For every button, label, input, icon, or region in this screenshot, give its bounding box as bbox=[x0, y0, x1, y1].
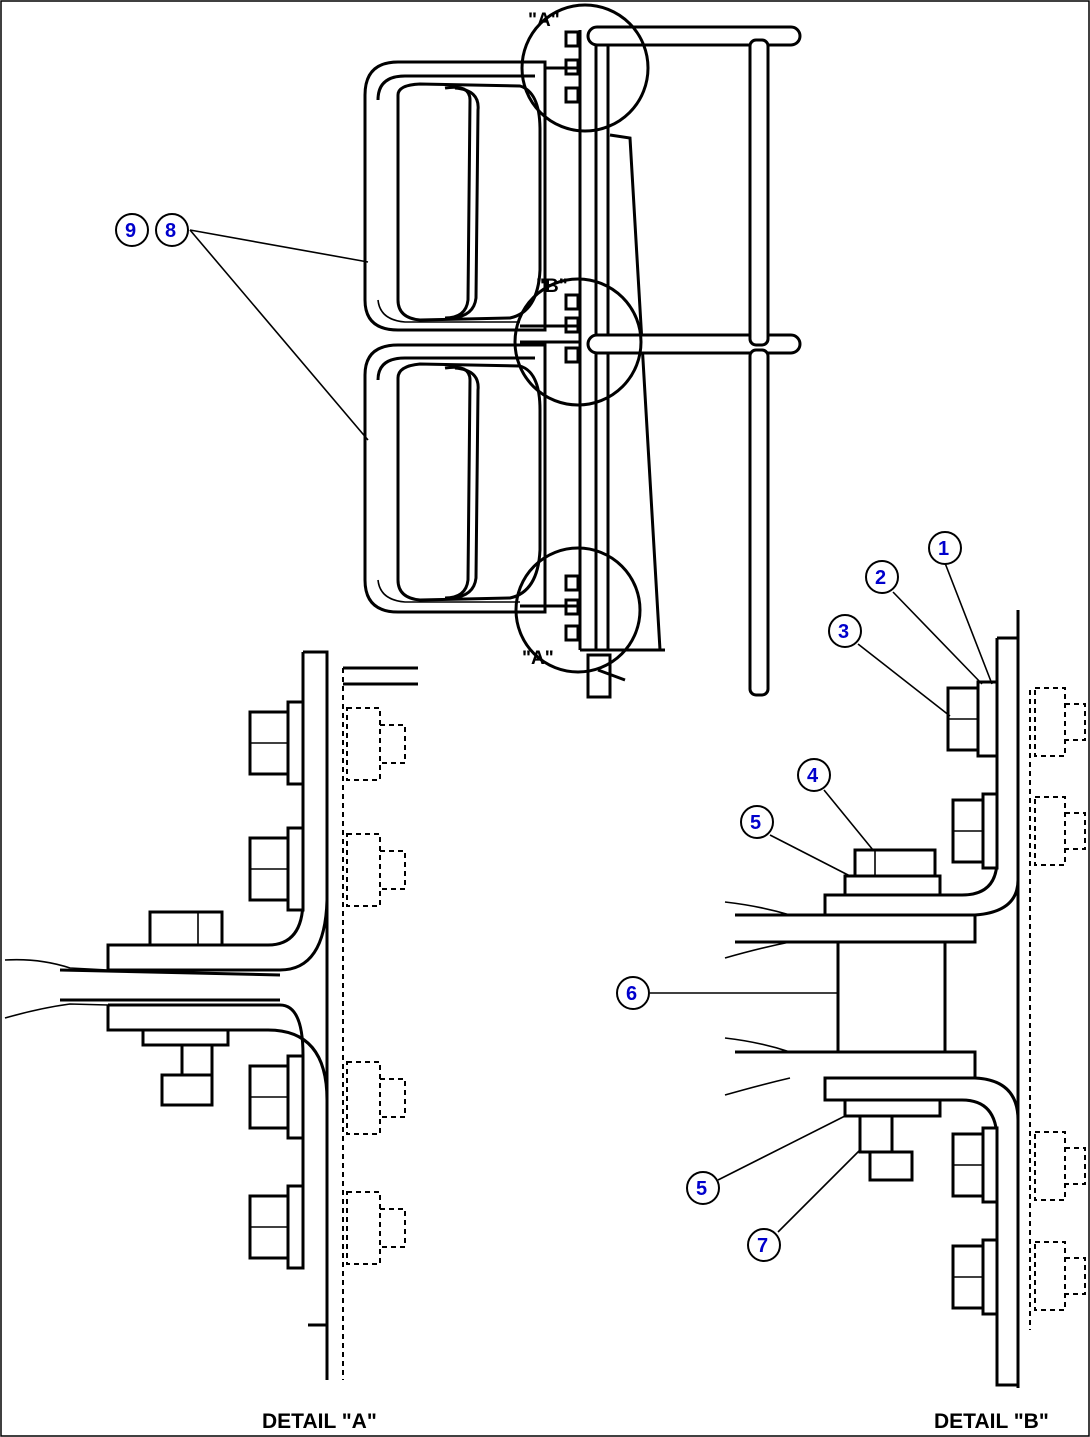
callout-6[interactable]: 6 bbox=[616, 976, 650, 1010]
detail-a-caption: DETAIL "A" bbox=[262, 1410, 377, 1433]
leaders-main bbox=[189, 229, 369, 441]
svg-text:5: 5 bbox=[750, 812, 761, 834]
detail-b-bolts bbox=[946, 680, 999, 1316]
detail-a-hidden-nuts bbox=[346, 707, 406, 1265]
detail-b-view bbox=[650, 562, 1086, 1388]
callout-3[interactable]: 3 bbox=[828, 614, 862, 648]
detail-b-caption: DETAIL "B" bbox=[934, 1410, 1049, 1433]
svg-text:4: 4 bbox=[807, 765, 819, 787]
svg-text:8: 8 bbox=[165, 220, 176, 242]
callout-5-top[interactable]: 5 bbox=[740, 805, 774, 839]
callout-1[interactable]: 1 bbox=[928, 531, 962, 565]
detail-ref-a-top: "A" bbox=[528, 10, 560, 31]
callout-8[interactable]: 8 bbox=[155, 213, 189, 247]
support-arms bbox=[586, 25, 802, 697]
seat-assembly-view: "A" "B" "A" bbox=[363, 3, 802, 699]
svg-text:1: 1 bbox=[938, 538, 949, 560]
svg-text:3: 3 bbox=[838, 621, 849, 643]
callout-7[interactable]: 7 bbox=[747, 1228, 781, 1262]
upper-seat bbox=[363, 60, 547, 332]
svg-text:5: 5 bbox=[696, 1178, 707, 1200]
svg-text:6: 6 bbox=[626, 983, 637, 1005]
detail-a-bolts bbox=[248, 700, 305, 1270]
detail-b-hidden-nuts bbox=[1034, 687, 1086, 1311]
svg-text:2: 2 bbox=[875, 567, 886, 589]
svg-text:7: 7 bbox=[757, 1235, 768, 1257]
callout-4[interactable]: 4 bbox=[797, 758, 831, 792]
detail-circle-a-bottom bbox=[514, 546, 642, 674]
lower-seat bbox=[363, 343, 547, 614]
detail-a-view bbox=[4, 650, 418, 1380]
detail-ref-b: "B" bbox=[536, 276, 568, 297]
svg-text:9: 9 bbox=[125, 220, 136, 242]
callout-9[interactable]: 9 bbox=[115, 213, 149, 247]
detail-circle-a-top bbox=[520, 3, 650, 133]
callout-2[interactable]: 2 bbox=[865, 560, 899, 594]
detail-circle-b bbox=[513, 277, 643, 407]
detail-ref-a-bottom: "A" bbox=[522, 648, 554, 669]
callout-5-bottom[interactable]: 5 bbox=[686, 1171, 720, 1205]
